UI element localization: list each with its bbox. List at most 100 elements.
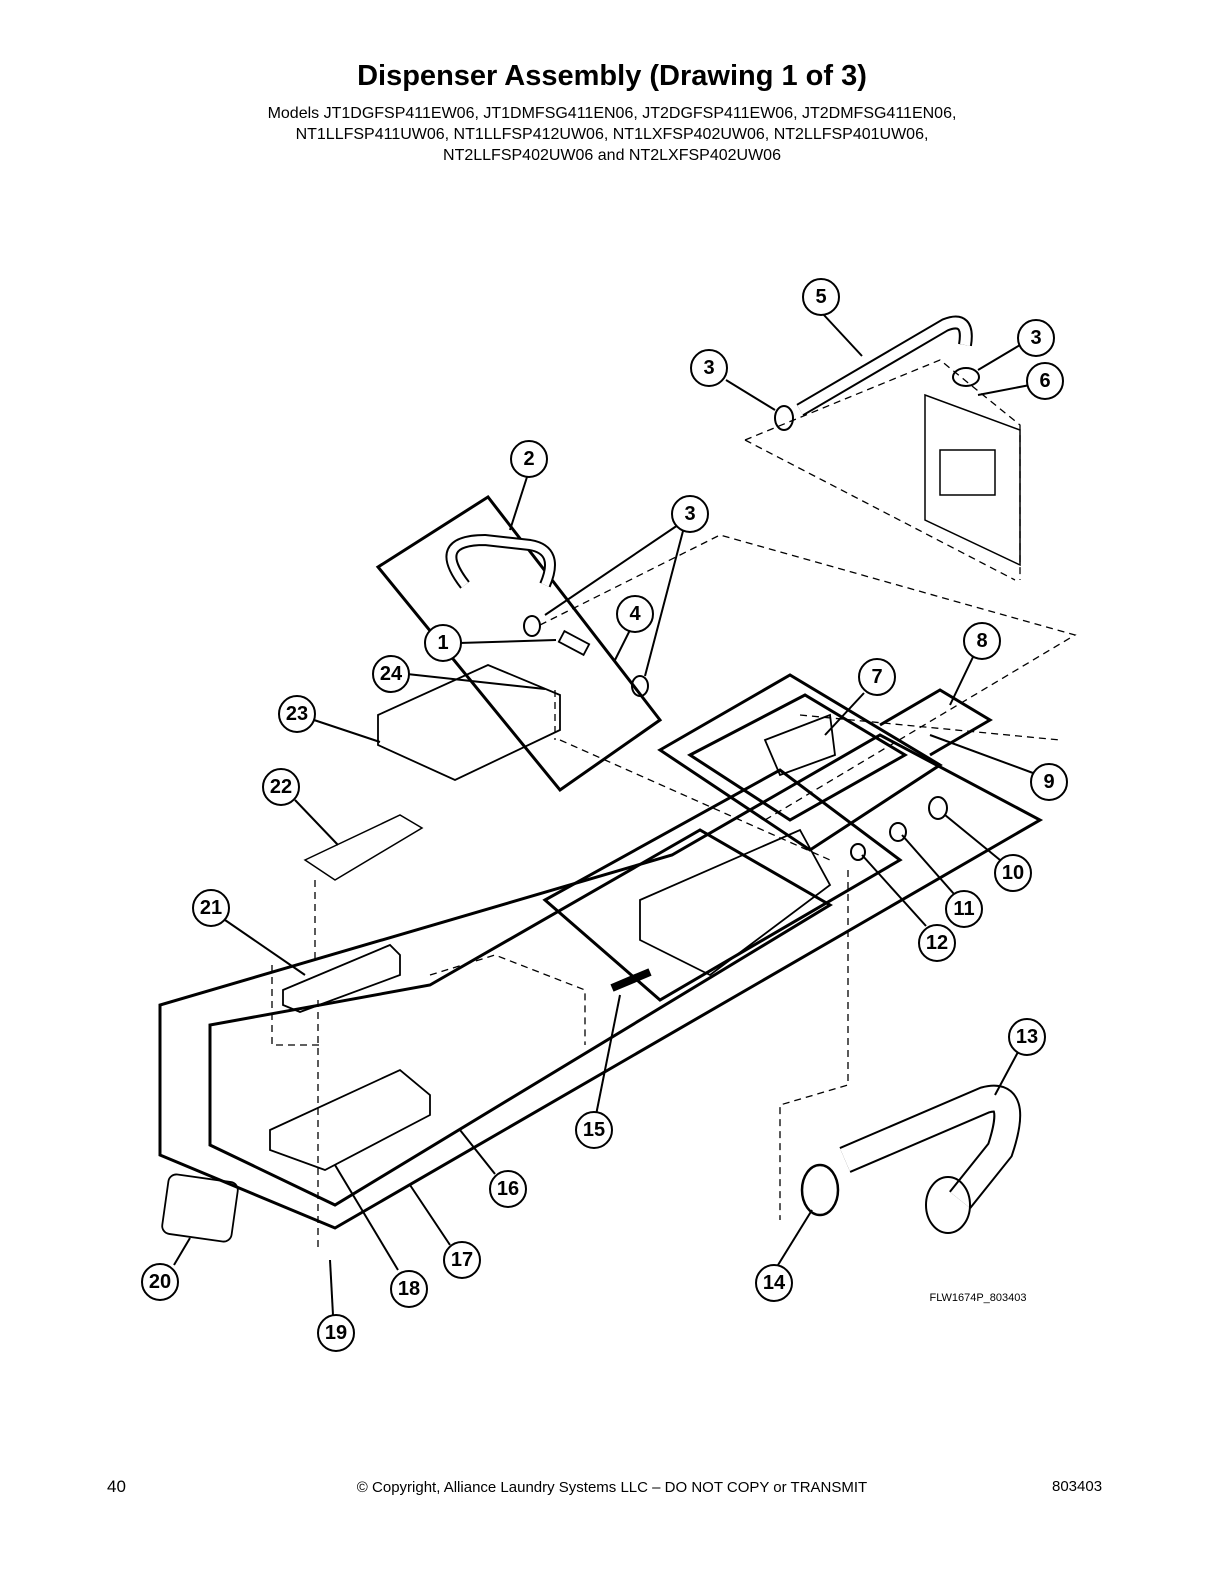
- callout-18: [390, 1270, 428, 1308]
- leader-24: [406, 673, 546, 690]
- valve-inner-box-outline: [687, 693, 908, 822]
- models-line-3: NT2LLFSP402UW06 and NT2LXFSP402UW06: [443, 147, 781, 164]
- drawer-front-part: [161, 1173, 239, 1243]
- clamp-3a-part: [952, 367, 980, 387]
- valve-bracket-part: [924, 393, 1021, 567]
- callout-label-6: 6: [1039, 370, 1050, 392]
- page-title: Dispenser Assembly (Drawing 1 of 3): [357, 60, 867, 92]
- leader-6: [977, 384, 1031, 396]
- dashed-line-cap: [271, 965, 320, 1046]
- callout-label-1: 1: [437, 632, 448, 654]
- callout-label-9: 9: [1043, 771, 1054, 793]
- leader-5: [822, 313, 863, 357]
- dashed-line-cabinet-window: [429, 954, 586, 1045]
- clamp-3d-part: [631, 675, 649, 697]
- hose-box-outline: [375, 494, 663, 793]
- leader-1: [458, 639, 557, 644]
- callout-13: [1008, 1018, 1046, 1056]
- leader-19: [329, 1259, 334, 1316]
- callout-5: [802, 278, 840, 316]
- leader-3b: [725, 379, 776, 411]
- callout-label-22: 22: [270, 776, 292, 798]
- dashed-line-inlet: [799, 714, 1061, 741]
- leader-18: [334, 1164, 399, 1271]
- callout-3b: [690, 349, 728, 387]
- elbow-15-part: [610, 968, 652, 992]
- leader-12: [861, 854, 927, 927]
- drain-hose-inner: [840, 1086, 1020, 1208]
- drawing-id: FLW1674P_803403: [929, 1292, 1026, 1304]
- callout-label-8: 8: [976, 630, 987, 652]
- callout-8: [963, 622, 1001, 660]
- leader-17: [409, 1184, 451, 1246]
- document-number: 803403: [1052, 1478, 1103, 1495]
- clamp-3b-part: [774, 405, 794, 431]
- dispenser-box-outline: [542, 768, 903, 1002]
- callout-label-19: 19: [325, 1322, 347, 1344]
- callout-label-14: 14: [763, 1272, 786, 1294]
- models-list: Models JT1DGFSP411EW06, JT1DMFSG411EN06,…: [0, 103, 1224, 166]
- callout-label-2: 2: [523, 448, 534, 470]
- clamp-3c-part: [523, 615, 541, 637]
- ring-12-part: [850, 843, 866, 861]
- callout-2: [510, 440, 548, 478]
- callout-label-5: 5: [815, 286, 826, 308]
- leader-20: [173, 1237, 191, 1266]
- callout-6: [1026, 362, 1064, 400]
- fitting-1-part: [557, 629, 591, 657]
- valve-body-part: [939, 449, 996, 496]
- leader-16: [459, 1129, 496, 1175]
- tray-cover-part: [377, 664, 561, 781]
- leader-3d: [644, 530, 684, 677]
- leader-4: [614, 629, 631, 661]
- callout-label-3c: 3: [684, 503, 695, 525]
- valve-box-outline: [657, 673, 943, 852]
- leader-22: [294, 799, 339, 846]
- leader-15: [595, 994, 621, 1116]
- callout-label-12: 12: [926, 932, 948, 954]
- callout-label-11: 11: [953, 898, 974, 920]
- cabinet-outer-outline: [158, 733, 1044, 1230]
- callout-label-3b: 3: [703, 357, 714, 379]
- callout-24: [372, 655, 410, 693]
- dispenser-valve-part: [763, 713, 836, 777]
- callout-label-7: 7: [871, 666, 882, 688]
- callout-19: [317, 1314, 355, 1352]
- leader-3a: [977, 344, 1021, 371]
- callout-7: [858, 658, 896, 696]
- callout-17: [443, 1241, 481, 1279]
- callout-label-21: 21: [200, 897, 222, 919]
- callout-3c: [671, 495, 709, 533]
- drain-hose-end: [925, 1176, 971, 1234]
- models-line-2: NT1LLFSP411UW06, NT1LLFSP412UW06, NT1LXF…: [295, 126, 929, 143]
- callout-label-17: 17: [451, 1249, 473, 1271]
- leader-9: [929, 734, 1034, 774]
- models-line-1: Models JT1DGFSP411EW06, JT1DMFSG411EN06,…: [267, 105, 957, 122]
- callout-14: [755, 1264, 793, 1302]
- callout-label-4: 4: [629, 603, 641, 625]
- callout-23: [278, 695, 316, 733]
- callout-label-13: 13: [1016, 1026, 1038, 1048]
- page-number: 40: [107, 1477, 126, 1496]
- fitting-box-outline: [879, 688, 993, 757]
- copyright-notice: © Copyright, Alliance Laundry Systems LL…: [356, 1479, 868, 1496]
- callout-21: [192, 889, 230, 927]
- dispenser-handle-part: [282, 943, 401, 1013]
- loop-hose-inner: [447, 535, 554, 588]
- callout-label-24: 24: [380, 663, 403, 685]
- leader-10: [944, 814, 1001, 861]
- callout-9: [1030, 763, 1068, 801]
- dashed-line-hose-route: [539, 534, 1077, 821]
- callout-15: [575, 1111, 613, 1149]
- callout-label-10: 10: [1002, 862, 1024, 884]
- leader-11: [901, 834, 955, 895]
- dashed-line-valve-bracket: [744, 359, 1021, 580]
- callout-12: [918, 924, 956, 962]
- leader-23: [313, 719, 381, 743]
- ring-11-part: [889, 822, 907, 842]
- callout-16: [489, 1170, 527, 1208]
- callout-label-16: 16: [497, 1178, 519, 1200]
- callout-label-18: 18: [398, 1278, 420, 1300]
- callout-1: [424, 624, 462, 662]
- hose-clamp-part: [800, 1163, 840, 1217]
